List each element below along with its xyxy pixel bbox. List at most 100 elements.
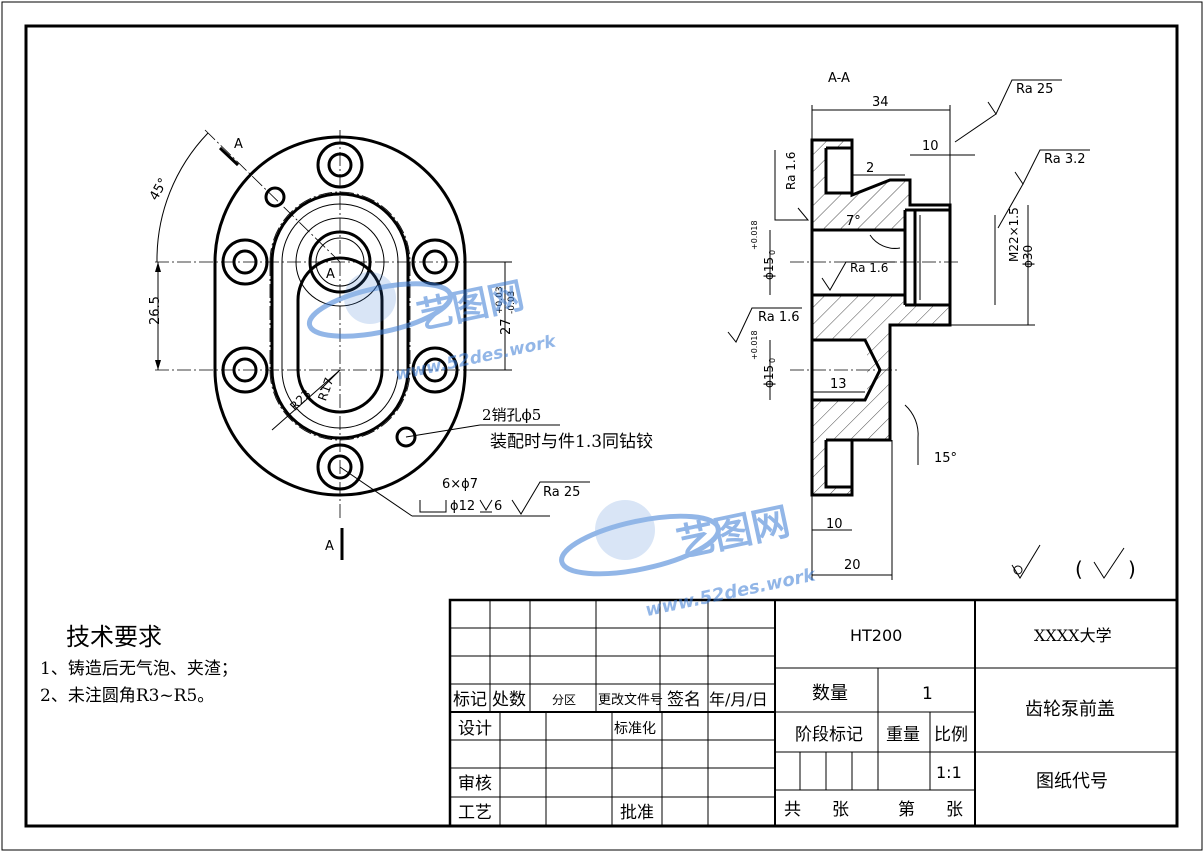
roughness-ra25-front: Ra 25 <box>543 485 580 500</box>
tb-approve: 批准 <box>620 803 654 823</box>
bolt-hole <box>316 141 364 189</box>
bolt-hole <box>221 238 269 286</box>
bore-inner <box>315 237 365 287</box>
tb-rev-sign: 签名 <box>667 690 701 710</box>
tb-sheet-no: 第 <box>898 800 915 820</box>
tb-review: 审核 <box>458 774 492 794</box>
tb-part-name: 齿轮泵前盖 <box>1025 699 1115 720</box>
paren-open: ( <box>1075 557 1083 581</box>
tb-rev-count: 处数 <box>492 690 526 710</box>
tb-material: HT200 <box>850 626 902 645</box>
roughness-leader <box>954 113 997 143</box>
other-surfaces-roughness: ( ) <box>1011 544 1136 581</box>
roughness-circle <box>1013 565 1023 575</box>
tb-quantity-label: 数量 <box>812 683 848 704</box>
thread-edges <box>903 208 950 307</box>
dim-10-bottom-text: 10 <box>826 517 843 532</box>
paren-close: ) <box>1128 557 1136 581</box>
angle-dim-arc <box>156 132 209 263</box>
hole-note-leader <box>339 466 413 517</box>
recess-outline <box>296 256 384 414</box>
bolt-hole <box>316 443 364 491</box>
notes-item: 1、铸造后无气泡、夹渣； <box>40 659 238 679</box>
radius-r23-text: R23 <box>287 387 314 414</box>
notes-item: 2、未注圆角R3~R5。 <box>40 686 214 706</box>
tb-weight: 重量 <box>886 725 920 745</box>
tb-design: 设计 <box>458 719 492 739</box>
bolt-circle-bottom <box>269 369 411 441</box>
pin-note-leader <box>405 424 481 438</box>
roughness-ra16-a: Ra 1.6 <box>784 152 798 190</box>
dim-7deg-arc <box>869 234 901 249</box>
dim-phi15-a-text: ϕ15 <box>762 257 776 280</box>
watermark-url: www.52des.work <box>643 564 818 621</box>
dim-34-text: 34 <box>872 95 889 110</box>
watermark-globe-icon <box>344 272 396 324</box>
dim-10-top-text: 10 <box>922 139 939 154</box>
cut-plane-mark-top <box>218 146 240 167</box>
roughness-symbol <box>1011 544 1041 579</box>
bore-edges <box>812 228 905 297</box>
tb-process: 工艺 <box>458 803 492 823</box>
roughness-symbol <box>727 307 802 343</box>
pin-hole <box>395 426 417 448</box>
radius-leader-r17 <box>319 369 341 391</box>
tb-quantity: 1 <box>922 684 933 704</box>
dim-phi15-a-tol-lower: 0 <box>768 250 777 255</box>
watermark-swoosh-icon <box>559 513 721 577</box>
roughness-symbol <box>774 150 810 221</box>
counterbore-text: ϕ12 <box>450 499 475 514</box>
watermark-globe-icon <box>595 500 655 560</box>
roughness-leader <box>997 183 1024 229</box>
front-view: A A A 45° 26.5 27 +0.03 -0.03 R23 R17 2销… <box>147 129 653 560</box>
arrow-head <box>155 360 161 370</box>
roughness-ra25-top: Ra 25 <box>1016 82 1053 97</box>
dim-thread-text: M22×1.5 <box>1007 207 1021 262</box>
cut-label-center: A <box>326 267 335 282</box>
dim-15deg-arc <box>904 404 919 439</box>
tb-rev-zone: 分区 <box>552 693 576 707</box>
boss-outline <box>270 192 410 440</box>
counterbore-depth-text: 6 <box>494 499 502 514</box>
roughness-symbol <box>511 481 590 515</box>
pin-note-text: 2销孔ϕ5 <box>482 406 541 424</box>
tb-rev-date: 年/月/日 <box>709 690 768 709</box>
dim-2-text: 2 <box>866 161 874 176</box>
bolt-hole <box>221 346 269 394</box>
tb-standard: 标准化 <box>614 721 656 737</box>
cut-label-bottom: A <box>325 539 334 554</box>
tb-rev-doc: 更改文件号 <box>598 693 663 708</box>
dim-phi15-b-tol-lower: 0 <box>768 358 777 363</box>
dim-26-5-text: 26.5 <box>148 296 163 325</box>
boss-inner-outline <box>281 203 399 429</box>
tb-scale: 1:1 <box>936 763 962 782</box>
roughness-symbol <box>1014 149 1090 185</box>
hole-count-text: 6×ϕ7 <box>442 477 478 492</box>
dim-27-text: 27 <box>499 318 514 335</box>
check-mark-icon <box>1093 547 1125 579</box>
tb-rev-mark: 标记 <box>453 690 487 710</box>
counterbore-cavity-bottom <box>826 440 852 487</box>
dim-13-text: 13 <box>830 377 847 392</box>
cut-label-top: A <box>234 137 243 152</box>
tb-school: XXXX大学 <box>1034 626 1112 645</box>
dim-27-tol-lower: -0.03 <box>507 291 517 314</box>
counterbore-top <box>824 146 852 195</box>
roughness-symbol <box>821 261 895 291</box>
section-label: A-A <box>828 71 850 86</box>
dim-phi30-text: ϕ30 <box>1021 245 1035 268</box>
tb-drawing-code: 图纸代号 <box>1036 771 1108 792</box>
bore-chamfer <box>295 217 385 307</box>
flange-outline <box>213 135 467 497</box>
roughness-ra16-c: Ra 1.6 <box>758 310 800 325</box>
watermark-swoosh-icon <box>306 281 454 339</box>
watermark-url: www.52des.work <box>393 331 559 385</box>
roughness-ra32: Ra 3.2 <box>1044 152 1086 167</box>
tb-total: 共 <box>784 800 801 820</box>
radius-r17-text: R17 <box>315 376 336 403</box>
roughness-ra16-b: Ra 1.6 <box>850 261 888 275</box>
counterbore-bottom <box>824 438 852 489</box>
pin-hole <box>264 186 286 208</box>
tb-stage-mark: 阶段标记 <box>795 725 863 745</box>
dim-7deg-text: 7° <box>846 214 861 229</box>
